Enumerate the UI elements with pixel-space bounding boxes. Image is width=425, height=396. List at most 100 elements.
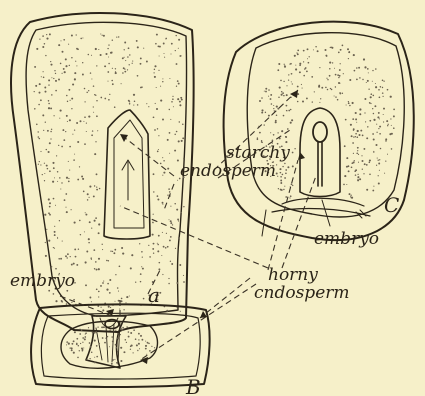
stipple-dot	[130, 332, 132, 334]
stipple-dot	[68, 181, 70, 183]
stipple-dot	[156, 87, 157, 88]
stipple-dot	[48, 84, 49, 85]
stipple-dot	[357, 150, 358, 151]
stipple-dot	[71, 98, 73, 100]
stipple-dot	[278, 96, 280, 98]
stipple-dot	[148, 245, 149, 246]
stipple-dot	[46, 229, 47, 230]
stipple-dot	[70, 100, 71, 101]
stipple-dot	[105, 337, 106, 338]
stipple-dot	[69, 65, 70, 66]
stipple-dot	[49, 202, 51, 204]
stipple-dot	[353, 153, 354, 154]
stipple-dot	[357, 179, 359, 181]
stipple-dot	[80, 343, 81, 344]
stipple-dot	[288, 110, 290, 112]
stipple-dot	[82, 342, 83, 343]
stipple-dot	[98, 258, 100, 260]
stipple-dot	[118, 36, 119, 37]
stipple-dot	[55, 73, 56, 74]
stipple-dot	[66, 211, 68, 213]
stipple-dot	[66, 344, 67, 345]
stipple-dot	[177, 219, 179, 221]
stipple-dot	[149, 256, 151, 258]
stipple-dot	[372, 190, 374, 192]
stipple-dot	[153, 214, 154, 215]
stipple-dot	[116, 37, 117, 38]
stipple-dot	[62, 51, 64, 53]
stipple-dot	[69, 170, 70, 171]
stipple-dot	[277, 108, 279, 110]
stipple-dot	[344, 175, 346, 177]
stipple-dot	[115, 301, 116, 302]
stipple-dot	[111, 336, 113, 338]
stipple-dot	[286, 110, 287, 111]
stipple-dot	[129, 295, 130, 296]
stipple-dot	[96, 189, 98, 191]
stipple-dot	[69, 146, 71, 148]
stipple-dot	[93, 195, 95, 197]
stipple-dot	[356, 122, 357, 123]
stipple-dot	[177, 159, 179, 161]
stipple-dot	[378, 89, 380, 91]
stipple-dot	[157, 151, 159, 153]
stipple-dot	[382, 92, 384, 94]
stipple-dot	[350, 124, 352, 126]
stipple-dot	[162, 119, 164, 121]
stipple-dot	[137, 104, 139, 106]
stipple-dot	[364, 98, 366, 100]
stipple-dot	[358, 162, 359, 163]
stipple-dot	[142, 268, 144, 270]
stipple-dot	[180, 311, 181, 312]
stipple-dot	[45, 91, 47, 93]
stipple-dot	[302, 100, 304, 102]
stipple-dot	[369, 159, 371, 161]
stipple-dot	[149, 350, 151, 352]
stipple-dot	[268, 115, 270, 117]
stipple-dot	[257, 137, 258, 138]
stipple-dot	[112, 39, 113, 40]
stipple-dot	[299, 63, 301, 65]
stipple-dot	[277, 176, 278, 177]
stipple-dot	[160, 100, 162, 102]
stipple-dot	[170, 220, 172, 222]
stipple-dot	[57, 238, 58, 239]
stipple-dot	[86, 131, 87, 132]
stipple-dot	[107, 81, 108, 82]
stipple-dot	[177, 307, 178, 308]
stipple-dot	[280, 172, 282, 174]
stipple-dot	[179, 121, 180, 122]
stipple-dot	[141, 251, 143, 253]
stipple-dot	[72, 83, 74, 85]
stipple-dot	[281, 130, 283, 132]
stipple-dot	[183, 281, 185, 283]
stipple-dot	[378, 175, 379, 176]
stipple-dot	[356, 153, 358, 155]
stipple-dot	[374, 105, 376, 107]
stipple-dot	[153, 191, 154, 192]
stipple-dot	[125, 339, 127, 341]
stipple-dot	[279, 87, 281, 89]
stipple-dot	[284, 64, 285, 65]
stipple-dot	[183, 275, 184, 276]
stipple-dot	[88, 197, 89, 198]
stipple-dot	[111, 52, 112, 53]
stipple-dot	[112, 83, 114, 85]
stipple-dot	[60, 63, 62, 65]
stipple-dot	[166, 310, 168, 312]
stipple-dot	[83, 347, 84, 348]
stipple-dot	[297, 50, 299, 52]
stipple-dot	[297, 101, 299, 103]
stipple-dot	[60, 258, 62, 260]
stipple-dot	[68, 44, 69, 45]
stipple-dot	[179, 104, 181, 106]
stipple-dot	[59, 220, 60, 221]
stipple-dot	[287, 166, 289, 168]
stipple-dot	[335, 96, 336, 97]
stipple-dot	[62, 129, 64, 131]
stipple-dot	[303, 61, 304, 62]
stipple-dot	[284, 177, 286, 179]
stipple-dot	[339, 83, 340, 84]
stipple-dot	[158, 149, 159, 150]
stipple-dot	[292, 83, 293, 84]
